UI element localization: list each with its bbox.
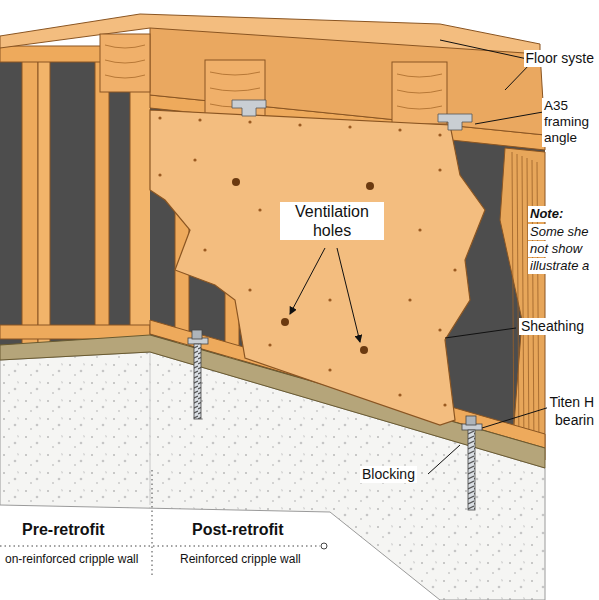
ply-edge <box>517 154 519 452</box>
nail-dot <box>193 158 196 161</box>
nail-dot <box>408 298 411 301</box>
note-heading: Note: <box>528 206 565 222</box>
ply-edge <box>512 152 514 452</box>
nail-dot <box>258 208 261 211</box>
nail-dot <box>398 393 401 396</box>
nail-dot <box>328 298 331 301</box>
nail-dot <box>158 116 161 119</box>
nail-dot <box>203 248 206 251</box>
nail-dot <box>418 228 421 231</box>
section-caption: on-reinforced cripple wall <box>3 552 140 566</box>
nail-dot <box>453 268 456 271</box>
nail-dot <box>268 343 271 346</box>
nail-dot <box>298 123 301 126</box>
nail-dot <box>398 128 401 131</box>
part-label: Titen H <box>547 394 596 411</box>
part-label: Sheathing <box>519 318 586 335</box>
note-text: illustrate a <box>528 258 591 274</box>
part-label: Floor syste <box>524 50 596 67</box>
ply-edge <box>532 160 534 452</box>
nail-dot <box>198 118 201 121</box>
nail-dot <box>348 125 351 128</box>
note-text: not show <box>528 241 584 257</box>
nail-dot <box>158 173 161 176</box>
part-label: A35 framing angle <box>542 98 596 147</box>
ply-edge <box>527 158 529 452</box>
nail-dot <box>328 368 331 371</box>
part-label: Ventilation holes <box>280 202 384 240</box>
ply-edge <box>522 156 524 452</box>
part-label: Blocking <box>360 466 417 483</box>
nail-dot <box>443 403 446 406</box>
part-label: bearin <box>553 412 596 429</box>
nail-dot <box>248 288 251 291</box>
nail-dot <box>248 120 251 123</box>
section-caption: Reinforced cripple wall <box>178 552 303 566</box>
section-heading: Pre-retrofit <box>20 520 107 539</box>
section-heading: Post-retrofit <box>190 520 286 539</box>
nail-dot <box>438 328 441 331</box>
nail-dot <box>438 133 441 136</box>
note-text: Some she <box>528 224 591 240</box>
nail-dot <box>438 168 441 171</box>
